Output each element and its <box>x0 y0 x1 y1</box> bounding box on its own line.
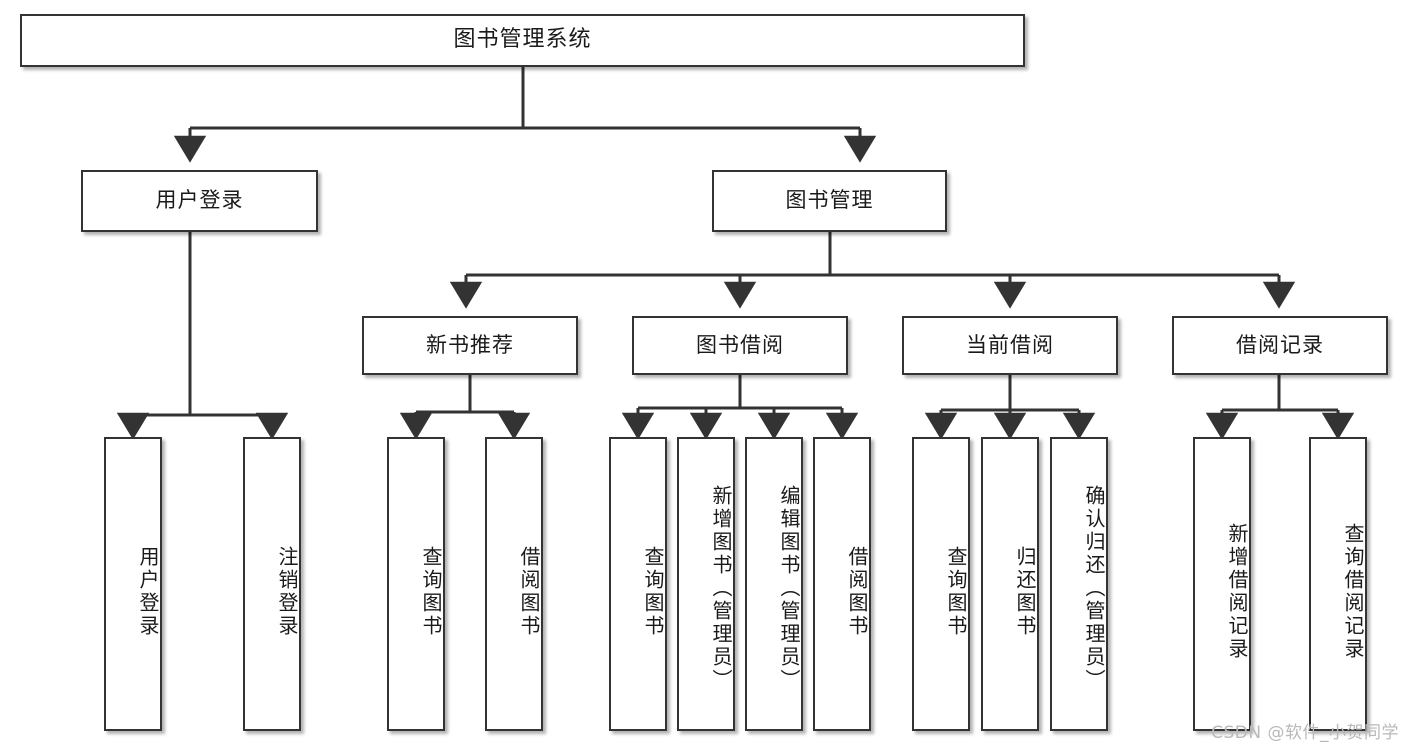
node-user-login[interactable]: 用户登录 <box>81 170 318 232</box>
leaf-borrow-book[interactable]: 借阅图书 <box>813 437 871 731</box>
leaf-add-borrow-record[interactable]: 新增借阅记录 <box>1193 437 1251 731</box>
leaf-return-book[interactable]: 归还图书 <box>981 437 1039 731</box>
leaf-edit-book-admin[interactable]: 编辑图书（管理员） <box>745 437 803 731</box>
leaf-query-book-current[interactable]: 查询图书 <box>912 437 970 731</box>
node-root-library-system[interactable]: 图书管理系统 <box>20 14 1025 67</box>
leaf-query-borrow-record[interactable]: 查询借阅记录 <box>1309 437 1367 731</box>
leaf-user-login[interactable]: 用户登录 <box>104 437 162 731</box>
node-new-book-recommend[interactable]: 新书推荐 <box>362 316 578 375</box>
leaf-query-book-borrow[interactable]: 查询图书 <box>609 437 667 731</box>
leaf-add-book-admin[interactable]: 新增图书（管理员） <box>677 437 735 731</box>
node-book-borrow[interactable]: 图书借阅 <box>632 316 848 375</box>
leaf-logout[interactable]: 注销登录 <box>243 437 301 731</box>
node-borrow-record[interactable]: 借阅记录 <box>1172 316 1388 375</box>
node-current-borrow[interactable]: 当前借阅 <box>902 316 1118 375</box>
watermark-text: CSDN @软件_小贺同学 <box>1211 723 1399 743</box>
leaf-query-book-recommend[interactable]: 查询图书 <box>387 437 445 731</box>
leaf-borrow-book-recommend[interactable]: 借阅图书 <box>485 437 543 731</box>
leaf-confirm-return-admin[interactable]: 确认归还（管理员） <box>1050 437 1108 731</box>
node-book-management[interactable]: 图书管理 <box>712 170 947 232</box>
